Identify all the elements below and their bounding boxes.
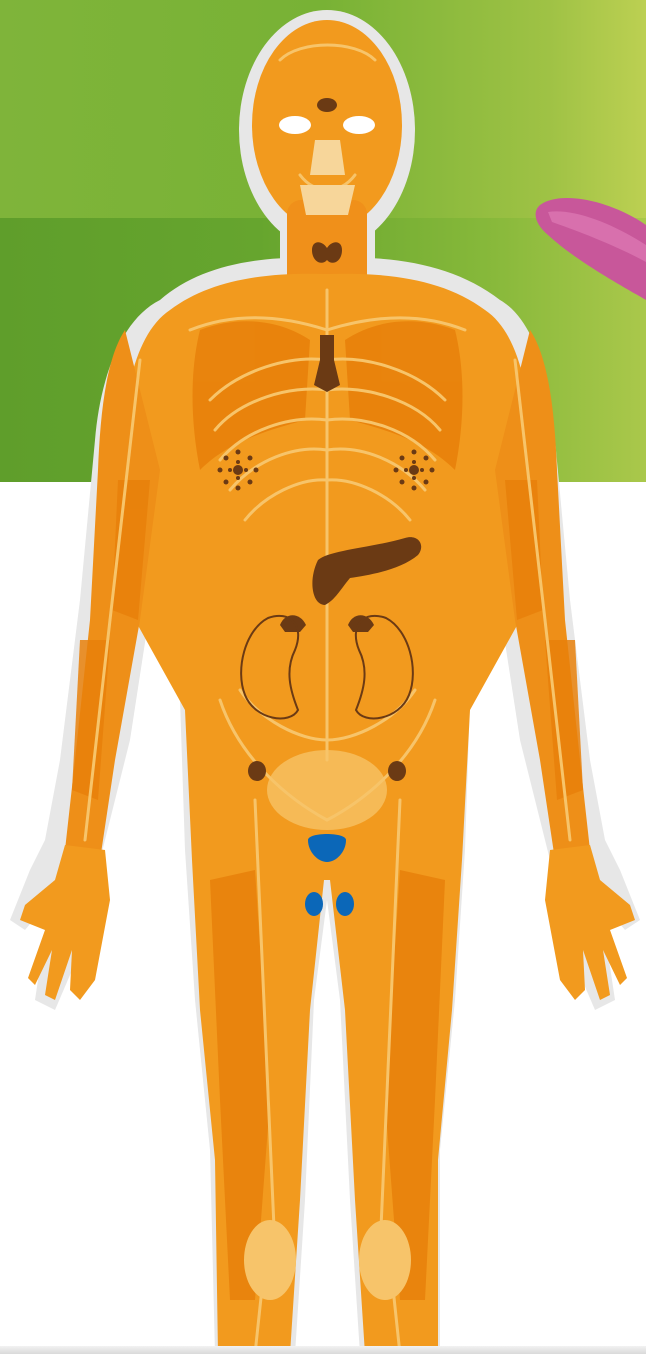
pituitary-gland-icon <box>317 98 337 112</box>
bottom-divider <box>0 1346 646 1354</box>
flower-petal <box>536 198 646 300</box>
